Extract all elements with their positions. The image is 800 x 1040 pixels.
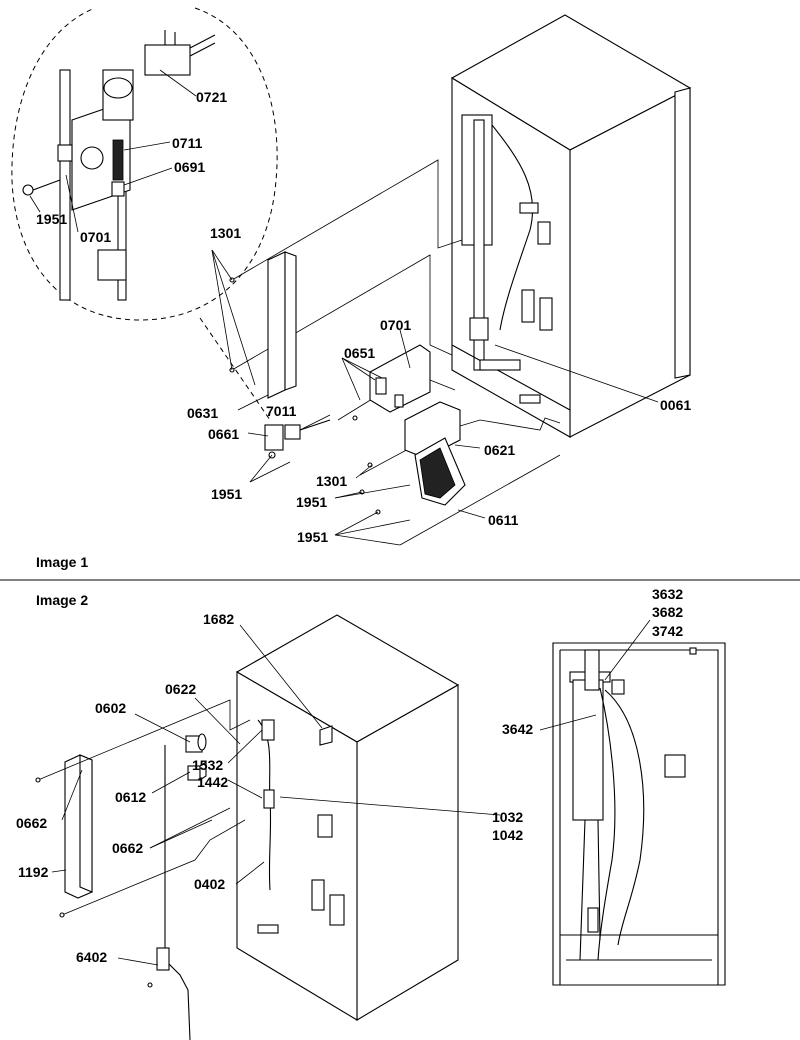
refrigerator-cabinet-rear bbox=[450, 14, 692, 438]
valve-0661 bbox=[264, 419, 331, 459]
label-3642: 3642 bbox=[502, 721, 533, 737]
rear-panel-0631 bbox=[267, 251, 297, 399]
label-1042: 1042 bbox=[492, 827, 523, 843]
detail-callout-circle bbox=[11, 7, 278, 321]
label-0691: 0691 bbox=[174, 159, 205, 175]
bracket-assembly bbox=[369, 344, 431, 413]
label-1192: 1192 bbox=[18, 864, 49, 880]
part-labels: 0721 0711 0691 1951 0701 1301 0701 0651 … bbox=[16, 89, 691, 965]
label-0662-b: 0662 bbox=[112, 840, 143, 856]
label-1951-a: 1951 bbox=[211, 486, 242, 502]
refrigerator-cabinet-image2 bbox=[235, 614, 460, 1021]
label-1301-b: 1301 bbox=[316, 473, 347, 489]
label-0721: 0721 bbox=[196, 89, 227, 105]
cabinet-rear-view bbox=[552, 642, 726, 986]
label-1301-top: 1301 bbox=[210, 225, 241, 241]
grille-0611 bbox=[414, 437, 466, 506]
image1-panel bbox=[11, 7, 692, 546]
label-0622: 0622 bbox=[165, 681, 196, 697]
label-0701-detail: 0701 bbox=[80, 229, 111, 245]
label-3632: 3632 bbox=[652, 586, 683, 602]
label-0611: 0611 bbox=[488, 512, 519, 528]
label-1442: 1442 bbox=[197, 774, 228, 790]
label-0602: 0602 bbox=[95, 700, 126, 716]
label-0631: 0631 bbox=[187, 405, 218, 421]
label-0711: 0711 bbox=[172, 135, 203, 151]
label-1032: 1032 bbox=[492, 809, 523, 825]
caption-image-2: Image 2 bbox=[36, 592, 88, 608]
label-0612: 0612 bbox=[115, 789, 146, 805]
label-3682: 3682 bbox=[652, 604, 683, 620]
valve-parts bbox=[185, 733, 207, 782]
water-valve-detail bbox=[22, 30, 216, 301]
label-7011: 7011 bbox=[266, 403, 297, 419]
detail-leader-dashed bbox=[199, 317, 271, 421]
label-0701: 0701 bbox=[380, 317, 411, 333]
label-1951-c: 1951 bbox=[297, 529, 328, 545]
label-1951-b: 1951 bbox=[296, 494, 327, 510]
label-3742: 3742 bbox=[652, 623, 683, 639]
label-0661: 0661 bbox=[208, 426, 239, 442]
label-0402: 0402 bbox=[194, 876, 225, 892]
label-0621: 0621 bbox=[484, 442, 515, 458]
label-0651: 0651 bbox=[344, 345, 375, 361]
cover-panel-1192 bbox=[64, 754, 93, 899]
label-0662-a: 0662 bbox=[16, 815, 47, 831]
image2-panel bbox=[35, 614, 726, 1040]
label-1532: 1532 bbox=[192, 757, 223, 773]
label-1951-detail: 1951 bbox=[36, 211, 67, 227]
label-0061: 0061 bbox=[660, 397, 691, 413]
label-1682: 1682 bbox=[203, 611, 234, 627]
caption-image-1: Image 1 bbox=[36, 554, 88, 570]
label-6402: 6402 bbox=[76, 949, 107, 965]
